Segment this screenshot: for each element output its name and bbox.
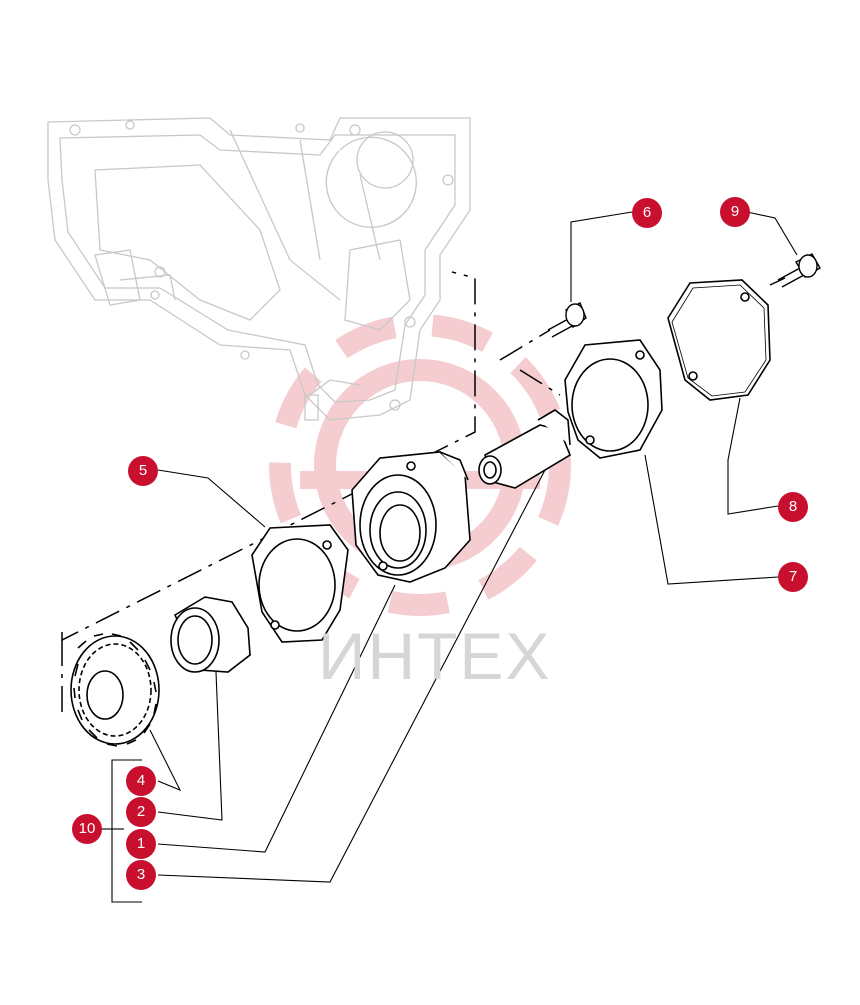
callout-8[interactable]: 8 (778, 492, 808, 522)
callout-1[interactable]: 1 (126, 829, 156, 859)
callout-5[interactable]: 5 (128, 456, 158, 486)
callout-3[interactable]: 3 (126, 860, 156, 890)
gear-part-4[interactable] (70, 633, 160, 747)
watermark-text: ИНТЕХ (318, 619, 552, 693)
callout-10[interactable]: 10 (72, 814, 102, 844)
engine-housing-ghost (47, 117, 471, 421)
callout-9[interactable]: 9 (720, 197, 750, 227)
sleeve-part-2[interactable] (170, 596, 251, 673)
callout-2[interactable]: 2 (126, 797, 156, 827)
cover-plate-part-8[interactable] (667, 279, 771, 401)
housing-part-1[interactable] (351, 451, 471, 583)
bolt-part-6[interactable] (547, 302, 587, 338)
gasket-part-5[interactable] (251, 524, 349, 643)
gasket-part-7[interactable] (564, 339, 663, 459)
callout-4[interactable]: 4 (126, 766, 156, 796)
leader-lines (100, 211, 798, 903)
callout-7[interactable]: 7 (778, 562, 808, 592)
bolt-part-9[interactable] (777, 253, 821, 288)
shaft-part-3[interactable] (478, 409, 571, 489)
callout-6[interactable]: 6 (632, 198, 662, 228)
